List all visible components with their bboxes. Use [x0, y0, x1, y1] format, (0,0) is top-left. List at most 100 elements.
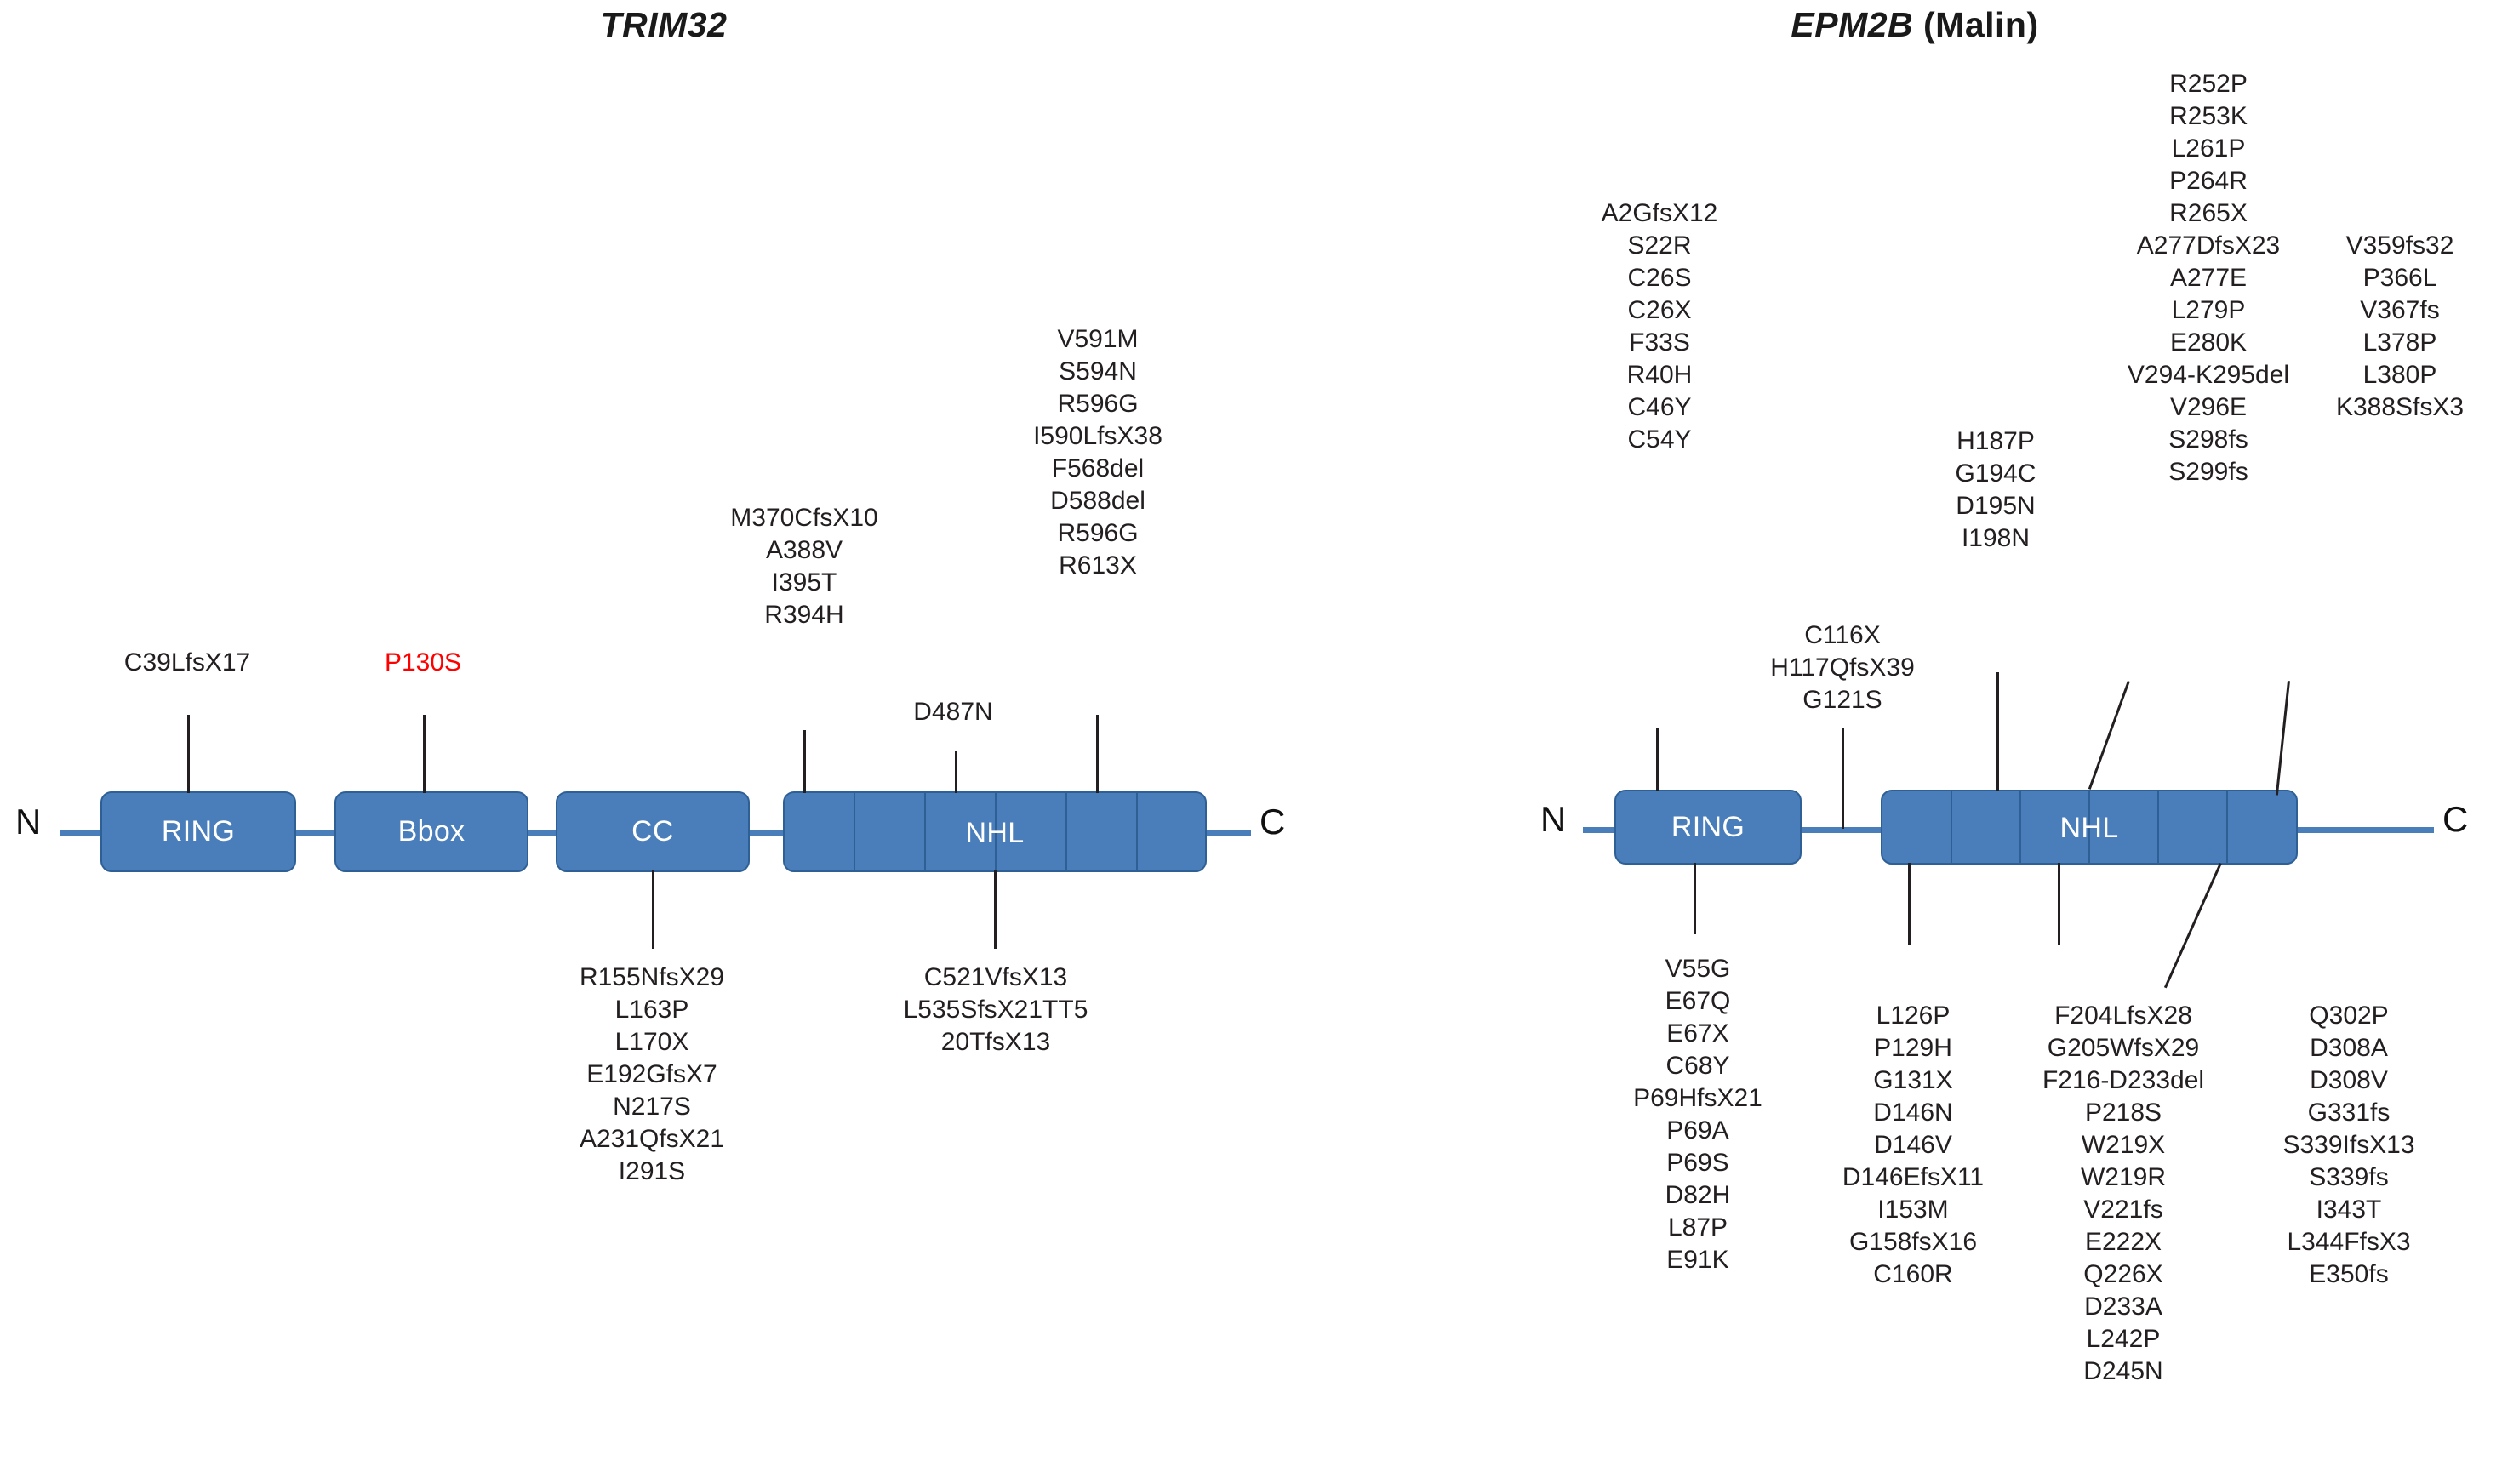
mutation-label: D233A: [2084, 1293, 2162, 1321]
mutation-label: P69HfsX21: [1633, 1084, 1762, 1112]
domain-nhl-epm2b: NHL: [1881, 790, 2298, 865]
mutation-label: W219X: [2081, 1131, 2166, 1159]
mutation-label: F216-D233del: [2042, 1066, 2205, 1094]
nhl-divider-trim32-4: [1065, 793, 1067, 870]
mutation-label: D146EfsX11: [1842, 1163, 1985, 1191]
mutation-label: R253K: [2169, 102, 2248, 130]
gene-title-trim32: TRIM32: [0, 5, 1328, 45]
leader-line-trim32-nhl-above-left: [803, 730, 806, 793]
mutation-label: D146N: [1873, 1099, 1953, 1127]
mutation-label: R394H: [764, 601, 844, 629]
c-terminus-label-epm2b: C: [2442, 799, 2469, 839]
mutation-label: F204LfsX28: [2054, 1002, 2192, 1030]
mutation-label: L126P: [1876, 1002, 1951, 1030]
domain-ring-trim32: RING: [100, 791, 296, 872]
mutation-label: S299fs: [2168, 458, 2248, 486]
nhl-divider-epm2b-4: [2157, 791, 2159, 863]
leader-line-epm2b-nhl-above-2: [2088, 681, 2130, 790]
mutation-label: D588del: [1050, 487, 1145, 515]
mutation-label: M370CfsX10: [730, 504, 878, 532]
nhl-divider-epm2b-1: [1951, 791, 1952, 863]
gene-title-epm2b-italic: EPM2B: [1791, 5, 1914, 44]
leader-line-epm2b-nhl-below-3: [2163, 863, 2222, 989]
mutation-label: Q302P: [2309, 1002, 2389, 1030]
mutation-label: I153M: [1877, 1196, 1949, 1224]
mutation-label: I590LfsX38: [1033, 422, 1162, 450]
mutation-label: L242P: [2086, 1325, 2161, 1353]
mutation-label: K388SfsX3: [2335, 393, 2465, 421]
mutation-label: I343T: [2316, 1196, 2382, 1224]
nhl-divider-epm2b-5: [2226, 791, 2228, 863]
domain-cc-trim32: CC: [556, 791, 750, 872]
mutation-label: R596G: [1057, 519, 1139, 547]
mutation-label: R40H: [1626, 361, 1693, 389]
domain-ring-epm2b: RING: [1614, 790, 1802, 865]
mutation-label: R265X: [2169, 199, 2248, 227]
leader-line-trim32-cc-below: [652, 870, 654, 949]
mutation-label: H117QfsX39: [1770, 654, 1915, 682]
leader-line-epm2b-nhl-below-1: [1908, 863, 1911, 945]
mutation-label: L344FfsX3: [2287, 1228, 2411, 1256]
mutation-label: D487N: [913, 698, 993, 726]
mutation-label: V294-K295del: [2127, 361, 2290, 389]
mutation-label: V221fs: [2083, 1196, 2163, 1224]
gene-title-trim32-italic: TRIM32: [600, 5, 728, 44]
gene-title-epm2b: EPM2B (Malin): [1328, 5, 2502, 45]
mutation-label: G158fsX16: [1848, 1228, 1978, 1256]
mutation-label: C521VfsX13: [923, 963, 1068, 991]
mutation-label: C116X: [1804, 621, 1881, 649]
mutation-label: G205WfsX29: [2047, 1034, 2200, 1062]
mutation-label: C26X: [1627, 296, 1692, 324]
mutation-group-trim32-nhl-above-mid: D487N: [855, 696, 1051, 728]
nhl-divider-epm2b-3: [2088, 791, 2090, 863]
panel-trim32: TRIM32 N C RING Bbox CC NHL C39LfsX17 P1: [0, 5, 1328, 1188]
mutation-label: C68Y: [1665, 1052, 1730, 1080]
mutation-label: R155NfsX29: [579, 963, 725, 991]
leader-line-trim32-nhl-above-mid: [955, 751, 957, 793]
mutation-label: I291S: [618, 1157, 686, 1185]
mutation-label: V296E: [2169, 393, 2248, 421]
mutation-label: C26S: [1627, 264, 1692, 292]
mutation-label: Q226X: [2083, 1260, 2163, 1288]
mutation-label: S594N: [1059, 357, 1137, 385]
mutation-label: D245N: [2083, 1357, 2163, 1385]
mutation-label: V591M: [1057, 325, 1139, 353]
n-terminus-label-epm2b: N: [1540, 799, 1567, 839]
domain-ring-epm2b-label: RING: [1671, 810, 1745, 843]
leader-line-trim32-nhl-below: [994, 870, 997, 949]
mutation-label: S339IfsX13: [2282, 1131, 2415, 1159]
leader-line-trim32-nhl-above-right: [1096, 715, 1099, 793]
leader-line-epm2b-nhl-above-1: [1996, 672, 1999, 791]
c-terminus-label-trim32: C: [1260, 802, 1286, 842]
leader-line-epm2b-nhl-below-2: [2058, 863, 2060, 945]
gene-title-epm2b-plain: (Malin): [1913, 5, 2039, 44]
mutation-label: F33S: [1629, 328, 1690, 357]
mutation-label: D82H: [1665, 1181, 1731, 1209]
mutation-group-trim32-ring-above: C39LfsX17: [17, 647, 357, 679]
mutation-label: E350fs: [2309, 1260, 2389, 1288]
mutation-label: D308V: [2310, 1066, 2388, 1094]
mutation-label: N217S: [613, 1093, 691, 1121]
domain-ring-trim32-label: RING: [161, 815, 236, 848]
mutation-label: G331fs: [2307, 1099, 2391, 1127]
mutation-label: F568del: [1051, 454, 1145, 482]
mutation-label: P129H: [1874, 1034, 1952, 1062]
mutation-label: S339fs: [2309, 1163, 2389, 1191]
mutation-label: V55G: [1665, 955, 1731, 983]
mutation-label: A277E: [2169, 264, 2248, 292]
mutation-label: G194C: [1955, 459, 2036, 488]
mutation-label: V359fs32: [2345, 231, 2454, 260]
mutation-label: R252P: [2169, 70, 2248, 98]
mutation-label: H187P: [1956, 427, 2035, 455]
nhl-divider-trim32-3: [995, 793, 997, 870]
